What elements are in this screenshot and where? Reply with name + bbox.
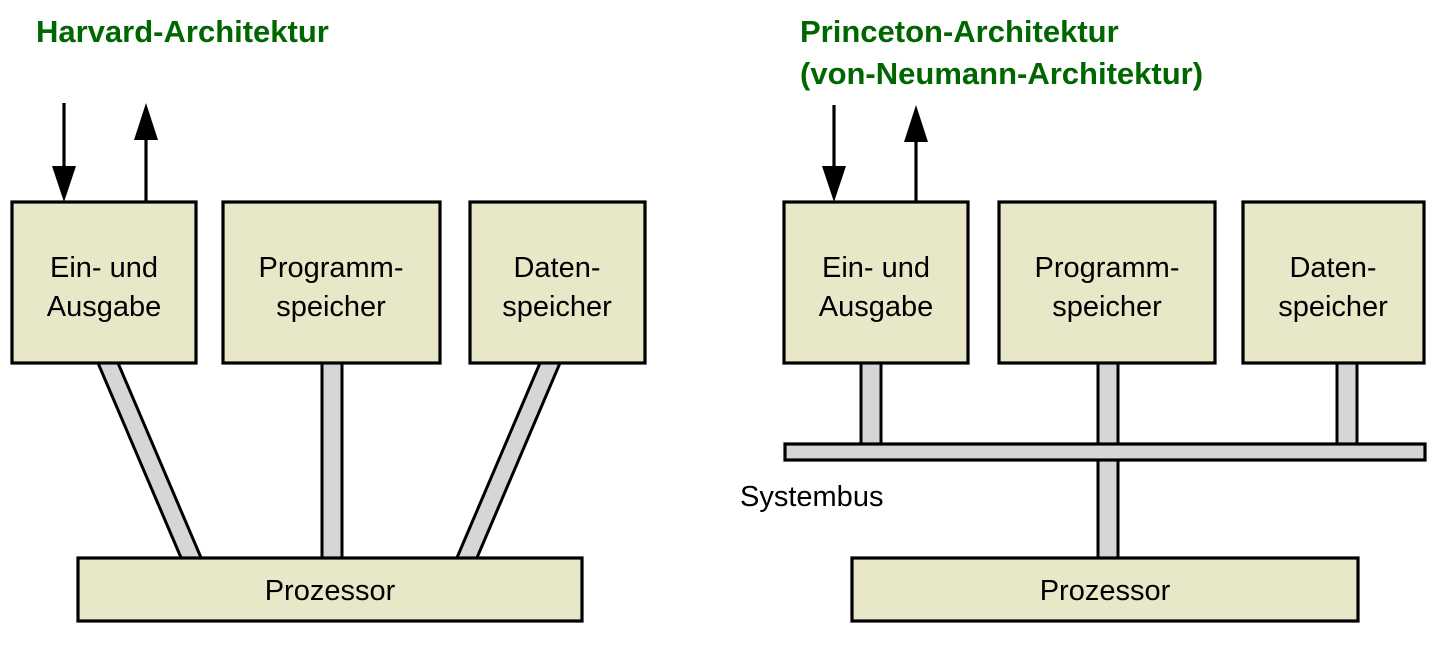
left-program-memory-label-line1: Programm-	[258, 252, 403, 284]
left-processor-box: Prozessor	[76, 556, 584, 623]
left-io-connector	[95, 361, 205, 562]
left-input-arrow-icon	[52, 103, 76, 202]
right-io-connector	[859, 361, 883, 450]
right-io-box-label-line1: Ein- und	[822, 252, 930, 284]
left-diagram-group: Harvard-Architektur Ein- und Ausgabe	[10, 14, 647, 623]
left-diagram-title: Harvard-Architektur	[36, 14, 329, 49]
right-processor-box: Prozessor	[850, 556, 1360, 623]
right-processor-connector	[1096, 453, 1120, 562]
left-io-box: Ein- und Ausgabe	[10, 200, 198, 365]
right-program-memory-label-line1: Programm-	[1034, 252, 1179, 284]
right-data-memory-box: Daten- speicher	[1241, 200, 1426, 365]
right-data-connector	[1335, 361, 1359, 450]
right-output-arrow-icon	[904, 105, 928, 202]
right-processor-label: Prozessor	[1040, 575, 1171, 607]
left-program-memory-label-line2: speicher	[276, 291, 386, 323]
system-bus-label: Systembus	[740, 481, 883, 513]
left-data-memory-box: Daten- speicher	[468, 200, 647, 365]
right-diagram-title-line2: (von-Neumann-Architektur)	[800, 56, 1203, 91]
system-bus-bar	[783, 442, 1427, 462]
left-data-connector	[453, 361, 563, 562]
right-data-memory-label-line2: speicher	[1278, 291, 1388, 323]
right-io-box: Ein- und Ausgabe	[782, 200, 970, 365]
right-program-memory-label-line2: speicher	[1052, 291, 1162, 323]
left-data-memory-label-line2: speicher	[502, 291, 612, 323]
left-data-memory-label-line1: Daten-	[513, 252, 600, 284]
right-data-memory-label-line1: Daten-	[1289, 252, 1376, 284]
left-io-box-label-line2: Ausgabe	[47, 291, 162, 323]
right-program-memory-box: Programm- speicher	[997, 200, 1217, 365]
left-program-connector	[320, 361, 344, 562]
left-processor-label: Prozessor	[265, 575, 396, 607]
right-diagram-group: Princeton-Architektur (von-Neumann-Archi…	[740, 14, 1427, 623]
left-program-memory-box: Programm- speicher	[221, 200, 442, 365]
left-io-box-label-line1: Ein- und	[50, 252, 158, 284]
right-io-box-label-line2: Ausgabe	[819, 291, 934, 323]
left-output-arrow-icon	[134, 103, 158, 202]
right-program-connector	[1096, 361, 1120, 450]
right-diagram-title-line1: Princeton-Architektur	[800, 14, 1119, 49]
right-input-arrow-icon	[822, 105, 846, 202]
